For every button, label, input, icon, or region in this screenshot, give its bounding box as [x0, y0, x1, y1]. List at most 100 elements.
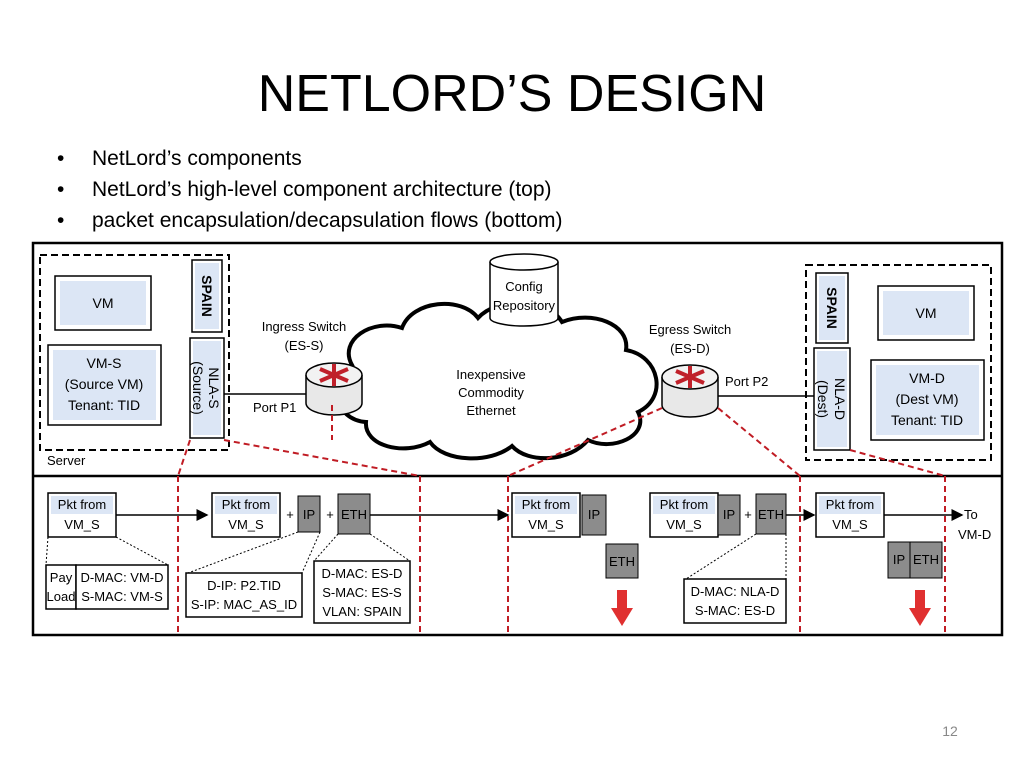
- ip-header: [581, 494, 607, 536]
- bullet-item: • packet encapsulation/decapsulation flow…: [52, 205, 562, 236]
- eth-inner-line: S-MAC: ES-D: [695, 603, 775, 618]
- bullet-text: packet encapsulation/decapsulation flows…: [92, 209, 563, 232]
- pkt-line: VM_S: [64, 517, 100, 532]
- eth-outer-line: VLAN: SPAIN: [322, 604, 401, 619]
- pkt-line: VM_S: [832, 517, 868, 532]
- vm-d-line: Tenant: TID: [891, 412, 963, 428]
- server-label: Server: [47, 453, 86, 468]
- eth-label: ETH: [609, 554, 635, 569]
- cloud-line: Inexpensive: [456, 367, 525, 382]
- nla-d-fill: [817, 351, 847, 447]
- cloud-line: Ethernet: [466, 403, 516, 418]
- ip-hdr-line: D-IP: P2.TID: [207, 578, 281, 593]
- ip-hdr-box: [185, 572, 303, 618]
- ingress-label: Ingress Switch: [262, 319, 347, 334]
- pkt-line: Pkt from: [58, 497, 106, 512]
- to-vmd-line: VM-D: [958, 527, 991, 542]
- payload-box: [45, 564, 77, 610]
- right-spain-label: SPAIN: [824, 287, 840, 329]
- payload-line: Pay: [50, 570, 73, 585]
- vm-d-fill: [876, 365, 979, 435]
- eth-outer-box: [313, 560, 411, 624]
- right-vm-fill: [883, 291, 969, 335]
- right-server-outline: [805, 264, 992, 461]
- eth-label: ETH: [913, 552, 939, 567]
- config-line: Repository: [493, 298, 556, 313]
- egress-switch-icon: [661, 364, 719, 418]
- nla-d-sub: (Dest): [815, 380, 831, 418]
- vm-s-line: VM-S: [87, 355, 122, 371]
- bullet-item: • NetLord’s components: [52, 143, 562, 174]
- mac-src-line: S-MAC: VM-S: [81, 589, 163, 604]
- eth-outer-line: S-MAC: ES-S: [322, 585, 402, 600]
- ip-label: IP: [723, 507, 735, 522]
- nla-d-label: NLA-D: [832, 378, 848, 420]
- ip-label: IP: [303, 507, 315, 522]
- down-arrow-icon: [909, 590, 931, 626]
- ip-header: [297, 495, 321, 533]
- eth-label: ETH: [341, 507, 367, 522]
- port-p1-label: Port P1: [253, 400, 296, 415]
- pkt-line: VM_S: [528, 517, 564, 532]
- ip-header: [717, 494, 741, 536]
- pkt-line: Pkt from: [522, 497, 570, 512]
- bullet-list: • NetLord’s components • NetLord’s high-le…: [52, 143, 562, 236]
- config-line: Config: [505, 279, 543, 294]
- bullet-dot: •: [57, 147, 65, 170]
- bullet-dot: •: [57, 209, 65, 232]
- left-spain-label: SPAIN: [199, 275, 215, 317]
- ip-label: IP: [893, 552, 905, 567]
- ingress-switch-icon: [305, 362, 363, 416]
- to-vmd-line: To: [964, 507, 978, 522]
- plus-sign: +: [326, 507, 334, 522]
- plus-sign: +: [286, 507, 294, 522]
- left-vm-label: VM: [93, 295, 114, 311]
- pkt-line: VM_S: [666, 517, 702, 532]
- vm-s-fill: [53, 350, 156, 420]
- left-server-outline: [39, 254, 230, 451]
- bullet-dot: •: [57, 178, 65, 201]
- pkt-line: VM_S: [228, 517, 264, 532]
- bullet-text: NetLord’s components: [92, 147, 302, 170]
- plus-sign: +: [744, 507, 752, 522]
- nla-s-fill: [193, 341, 221, 435]
- port-p2-label: Port P2: [725, 374, 768, 389]
- pkt-header-fill: [653, 496, 715, 514]
- config-repository-cylinder: Config Repository: [489, 253, 559, 327]
- pkt-header-fill: [819, 496, 881, 514]
- pkt-header-fill: [215, 496, 277, 514]
- ip-hdr-line: S-IP: MAC_AS_ID: [191, 597, 297, 612]
- nla-s-label: NLA-S: [206, 367, 222, 408]
- bullet-item: • NetLord’s high-level component architec…: [52, 174, 562, 205]
- down-arrow-icon: [611, 590, 633, 626]
- eth-header: [755, 493, 787, 535]
- right-spain-fill: [819, 276, 845, 340]
- mac-src-box: [75, 564, 169, 610]
- eth-inner-line: D-MAC: NLA-D: [691, 584, 780, 599]
- vm-d-line: (Dest VM): [896, 391, 959, 407]
- flow-guide-lines: [177, 405, 946, 635]
- vm-s-line: Tenant: TID: [68, 397, 140, 413]
- pkt-line: Pkt from: [660, 497, 708, 512]
- eth-header-stripped: [605, 543, 639, 579]
- egress-label: Egress Switch: [649, 322, 731, 337]
- eth-label: ETH: [758, 507, 784, 522]
- cloud-line: Commodity: [458, 385, 524, 400]
- left-spain-fill: [195, 263, 219, 329]
- right-vm-label: VM: [916, 305, 937, 321]
- pkt-line: Pkt from: [826, 497, 874, 512]
- ethernet-cloud: Inexpensive Commodity Ethernet: [334, 300, 659, 461]
- bullet-text: NetLord’s high-level component architect…: [92, 178, 552, 201]
- eth-header: [337, 493, 371, 535]
- mac-src-line: D-MAC: VM-D: [80, 570, 163, 585]
- pkt-line: Pkt from: [222, 497, 270, 512]
- payload-line: Load: [47, 589, 76, 604]
- eth-inner-box: [683, 578, 787, 624]
- pkt-header-fill: [51, 496, 113, 514]
- egress-sub: (ES-D): [670, 341, 710, 356]
- ingress-sub: (ES-S): [285, 338, 324, 353]
- eth-outer-line: D-MAC: ES-D: [322, 566, 403, 581]
- eth-header-stripped: [909, 541, 943, 579]
- page-number: 12: [942, 723, 958, 739]
